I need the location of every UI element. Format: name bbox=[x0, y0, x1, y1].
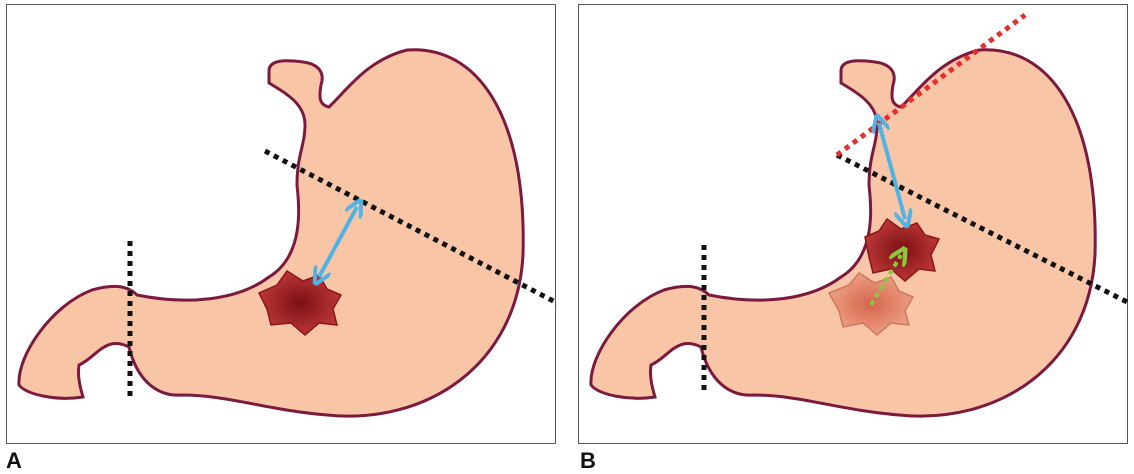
panel-a bbox=[6, 4, 556, 444]
panel-label-b: B bbox=[580, 448, 596, 474]
panel-b bbox=[578, 4, 1128, 444]
panel-label-a: A bbox=[6, 448, 22, 474]
stomach-outline bbox=[591, 50, 1095, 416]
stomach-diagram-b bbox=[579, 5, 1129, 445]
stomach-outline bbox=[19, 50, 523, 416]
stomach-diagram-a bbox=[7, 5, 557, 445]
